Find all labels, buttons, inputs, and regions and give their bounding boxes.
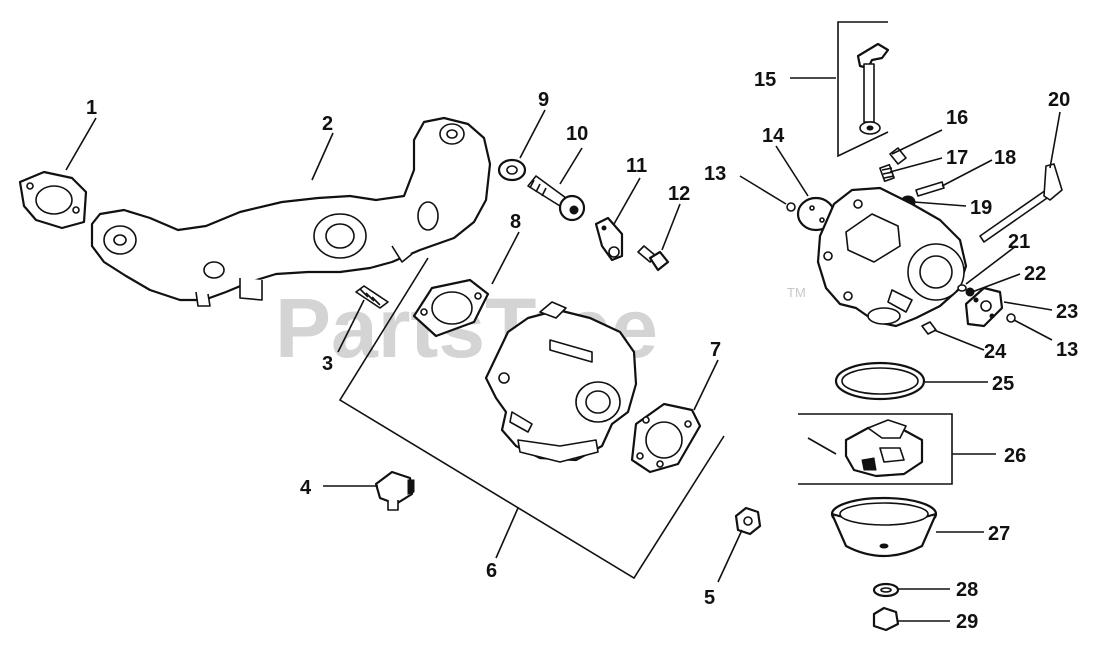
callout-14: 14 (762, 125, 785, 147)
part-17-spring[interactable] (879, 163, 895, 183)
part-18-screw[interactable] (915, 181, 945, 197)
part-3-stud[interactable] (355, 285, 389, 309)
callout-16: 16 (946, 107, 968, 129)
callout-26: 26 (1004, 445, 1026, 467)
callout-15: 15 (754, 69, 776, 91)
part-29-bowl-nut[interactable] (872, 606, 900, 632)
callout-24: 24 (984, 341, 1007, 363)
part-21-washer[interactable] (957, 284, 967, 292)
part-6-bracket (338, 257, 725, 580)
carburetor-body[interactable] (816, 186, 968, 328)
part-20-throttle-shaft[interactable] (979, 163, 1063, 243)
part-16-screw[interactable] (889, 147, 907, 165)
callout-10: 10 (566, 123, 588, 145)
callout-12: 12 (668, 183, 690, 205)
part-6-carburetor[interactable] (484, 301, 638, 463)
part-24-screw[interactable] (921, 321, 937, 335)
part-25-o-ring[interactable] (834, 361, 926, 401)
callout-25: 25 (992, 373, 1014, 395)
part-13-screw-left[interactable] (786, 202, 796, 212)
callout-13-left: 13 (704, 163, 726, 185)
callout-6: 6 (486, 560, 497, 582)
part-2-intake-manifold[interactable] (90, 116, 492, 307)
callout-19: 19 (970, 197, 992, 219)
part-7-gasket[interactable] (630, 402, 702, 474)
callout-20: 20 (1048, 89, 1070, 111)
part-8-gasket[interactable] (412, 278, 490, 338)
callout-labels: 1 2 3 4 5 6 7 8 9 10 11 12 13 14 15 16 1… (86, 69, 1078, 633)
watermark-tm: TM (787, 285, 806, 300)
callout-11: 11 (626, 155, 647, 177)
callout-2: 2 (322, 113, 333, 135)
part-26-float[interactable] (798, 413, 953, 485)
callout-7: 7 (710, 339, 721, 361)
callout-1: 1 (86, 97, 97, 119)
callout-29: 29 (956, 611, 978, 633)
callout-8: 8 (510, 211, 521, 233)
part-4-fitting[interactable] (374, 470, 415, 511)
callout-4: 4 (300, 477, 312, 499)
callout-5: 5 (704, 587, 715, 609)
callout-3: 3 (322, 353, 333, 375)
callout-17: 17 (946, 147, 968, 169)
part-9-washer[interactable] (497, 158, 527, 182)
callout-13-right: 13 (1056, 339, 1078, 361)
part-13-screw-right[interactable] (1006, 313, 1016, 323)
part-11-bracket[interactable] (594, 216, 624, 262)
callout-22: 22 (1024, 263, 1046, 285)
callout-27: 27 (988, 523, 1010, 545)
part-28-washer[interactable] (872, 582, 900, 598)
callout-21: 21 (1008, 231, 1030, 253)
part-12-screw[interactable] (637, 245, 670, 272)
part-10-bolt[interactable] (527, 175, 586, 222)
part-1-gasket[interactable] (18, 170, 88, 230)
part-5-nut[interactable] (734, 506, 762, 536)
part-27-float-bowl[interactable] (830, 496, 938, 558)
callout-18: 18 (994, 147, 1016, 169)
leader-lines (65, 77, 1061, 622)
part-15-float-needle[interactable] (837, 21, 890, 158)
callout-23: 23 (1056, 301, 1078, 323)
callout-28: 28 (956, 579, 978, 601)
callout-9: 9 (538, 89, 549, 111)
